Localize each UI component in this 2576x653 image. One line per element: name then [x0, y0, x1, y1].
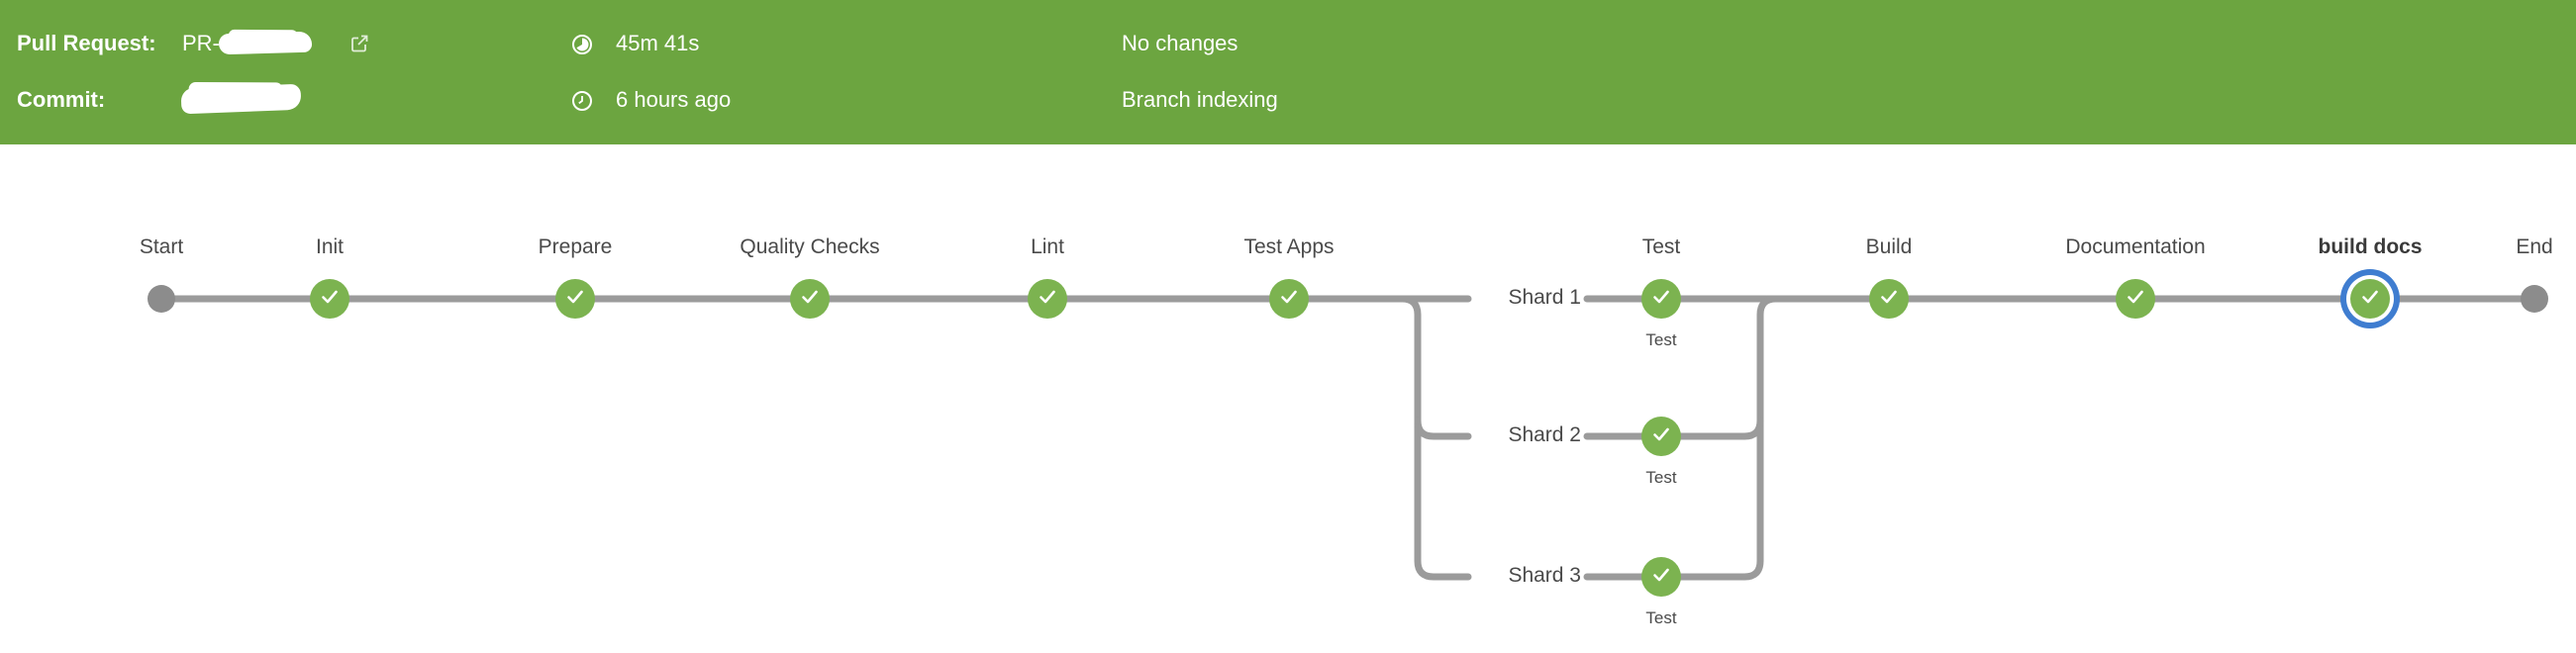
pull-request-value: PR- — [182, 31, 220, 55]
check-icon — [1649, 285, 1673, 314]
check-icon — [1277, 285, 1301, 314]
node-shard-2-test[interactable] — [1641, 417, 1681, 456]
timer-icon — [570, 33, 594, 56]
step-label-shard-3-test[interactable]: Test — [1645, 608, 1677, 627]
stage-label-test[interactable]: Test — [1641, 235, 1681, 258]
stage-label-test-apps[interactable]: Test Apps — [1243, 235, 1335, 258]
check-icon — [1649, 563, 1673, 592]
run-changes: No changes — [1122, 31, 1238, 55]
start-node — [148, 285, 175, 313]
pull-request-label: Pull Request: — [17, 31, 156, 55]
check-icon — [563, 285, 587, 314]
stage-label-build[interactable]: Build — [1865, 235, 1913, 258]
stage-label-quality-checks[interactable]: Quality Checks — [740, 235, 880, 258]
node-build-docs-selected[interactable] — [2350, 279, 2390, 319]
check-icon — [2124, 285, 2147, 314]
stage-label-build-docs[interactable]: build docs — [2318, 235, 2423, 258]
check-icon — [1036, 285, 1059, 314]
stage-label-end: End — [2516, 235, 2553, 258]
node-lint[interactable] — [1028, 279, 1067, 319]
check-icon — [1649, 422, 1673, 451]
node-documentation[interactable] — [2116, 279, 2155, 319]
run-duration: 45m 41s — [616, 31, 700, 55]
run-end-time: 6 hours ago — [616, 87, 732, 112]
step-label-shard-1-test[interactable]: Test — [1645, 330, 1677, 349]
end-node — [2521, 285, 2548, 313]
check-icon — [1877, 285, 1901, 314]
clock-icon — [570, 89, 594, 113]
step-label-shard-2-test[interactable]: Test — [1645, 468, 1677, 487]
stage-label-lint[interactable]: Lint — [1031, 235, 1064, 258]
stage-label-documentation[interactable]: Documentation — [2065, 235, 2206, 258]
node-quality-checks[interactable] — [790, 279, 830, 319]
node-prepare[interactable] — [555, 279, 595, 319]
branch-label-shard-3: Shard 3 — [1508, 564, 1581, 587]
node-build[interactable] — [1869, 279, 1909, 319]
branch-label-shard-1: Shard 1 — [1508, 286, 1581, 309]
node-init[interactable] — [310, 279, 349, 319]
stage-label-init[interactable]: Init — [315, 235, 345, 258]
branch-label-shard-2: Shard 2 — [1508, 423, 1581, 446]
stage-label-start: Start — [139, 235, 184, 258]
check-icon — [318, 285, 342, 314]
node-test-apps[interactable] — [1269, 279, 1309, 319]
node-shard-1-test[interactable] — [1641, 279, 1681, 319]
check-icon — [2358, 285, 2382, 314]
external-link-icon[interactable] — [347, 32, 371, 55]
run-cause: Branch indexing — [1122, 87, 1278, 112]
node-shard-3-test[interactable] — [1641, 557, 1681, 597]
check-icon — [798, 285, 822, 314]
run-status-header: Pull Request: PR- 45m 41s No changes Com… — [0, 0, 2576, 144]
stage-label-prepare[interactable]: Prepare — [538, 235, 613, 258]
commit-label: Commit: — [17, 87, 106, 112]
